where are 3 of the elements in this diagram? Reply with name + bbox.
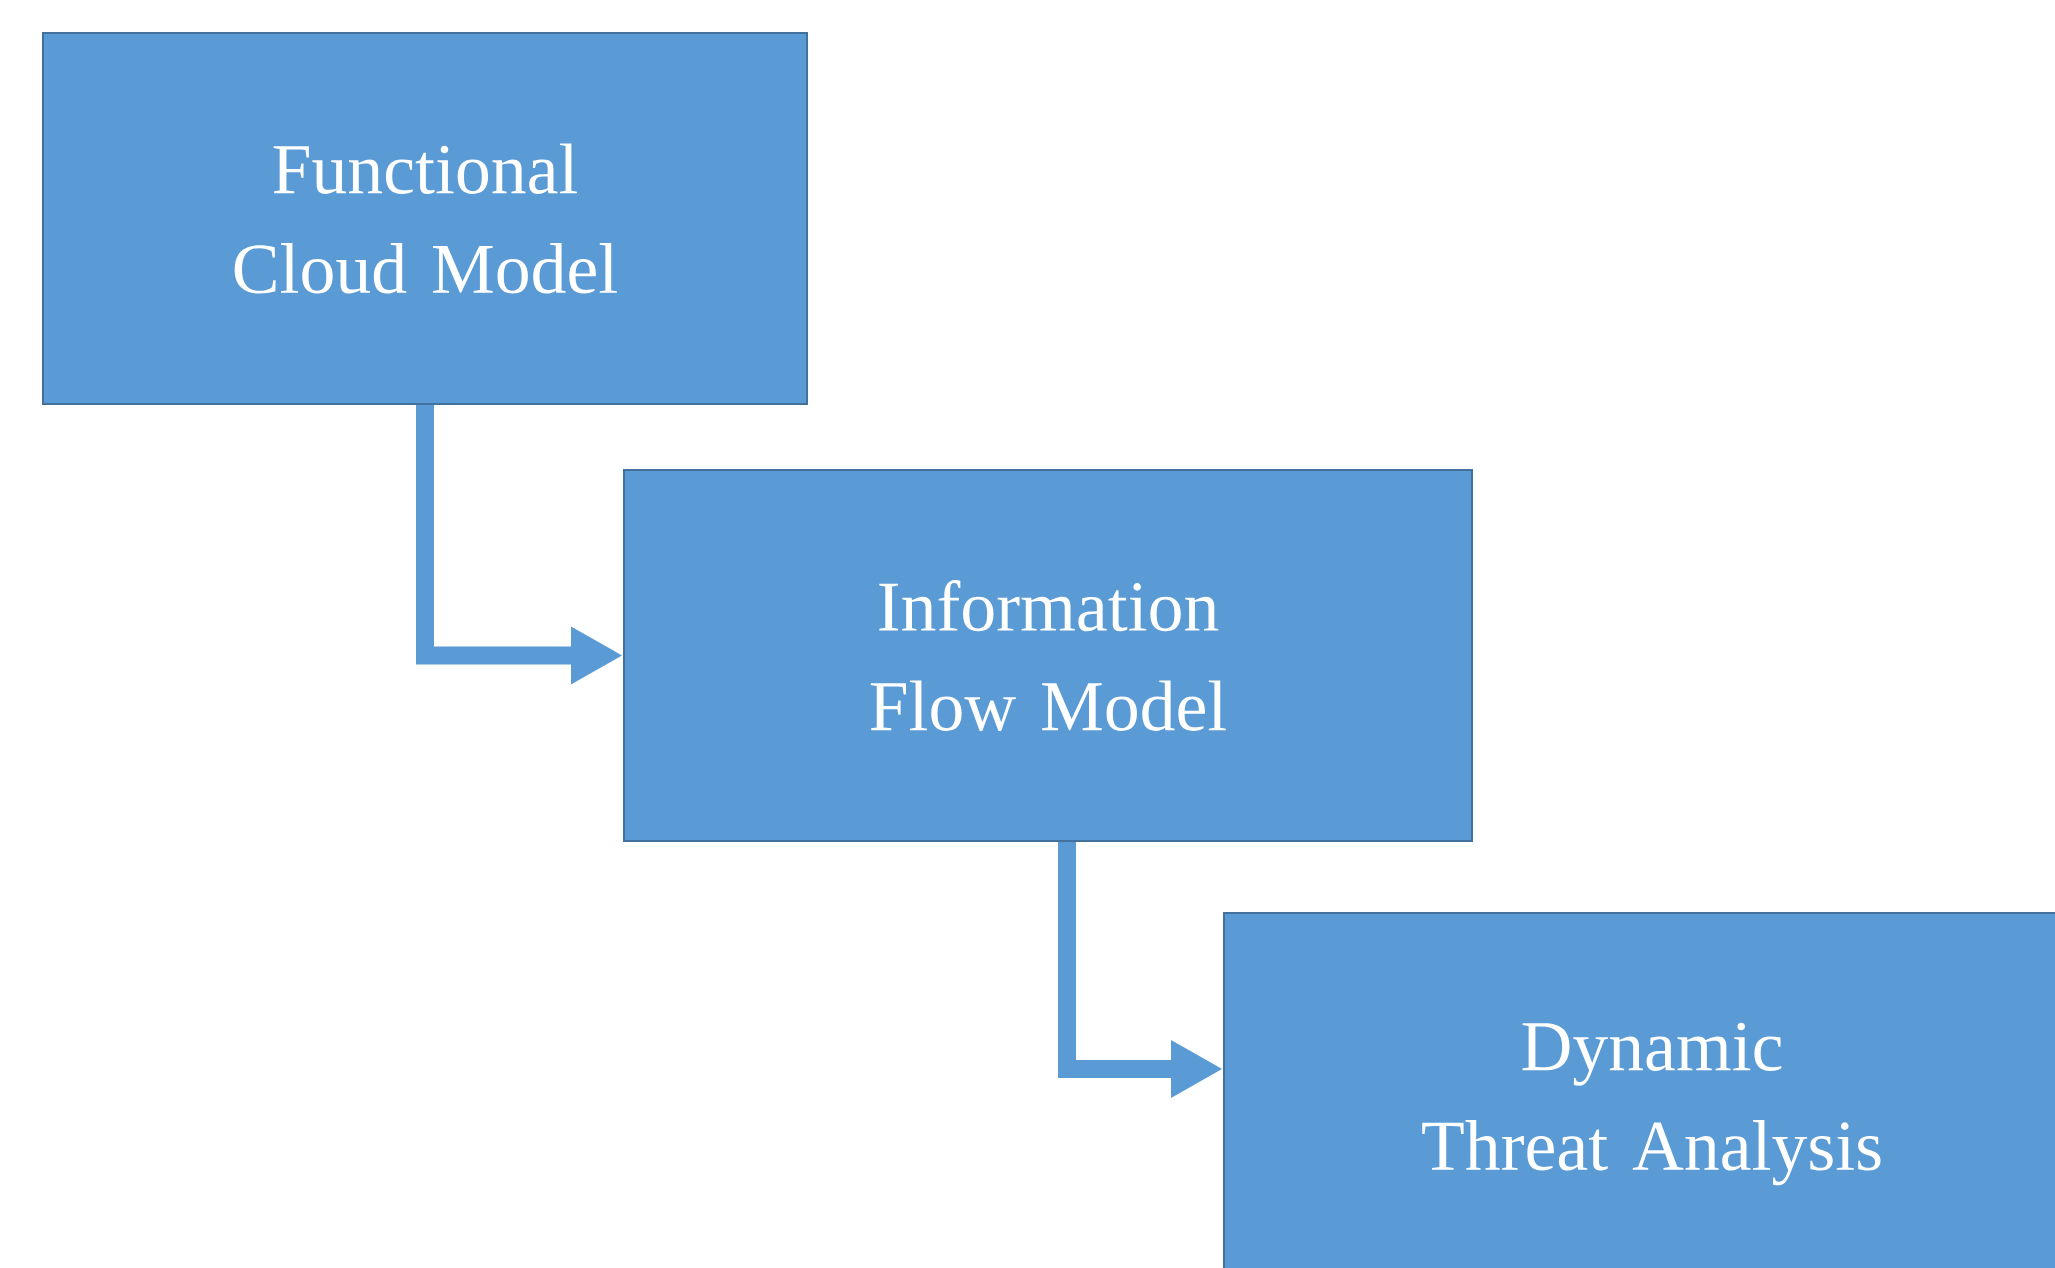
process-box: Dynamic Threat Analysis — [1223, 912, 2055, 1268]
process-box: Functional Cloud Model — [42, 32, 808, 405]
process-box: Information Flow Model — [623, 469, 1473, 842]
